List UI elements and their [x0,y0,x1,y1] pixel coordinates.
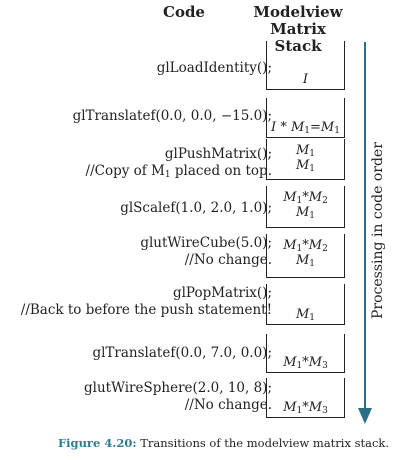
code-statement: glPopMatrix();//Back to before the push … [21,285,272,319]
stack-entry: M1 [295,158,316,174]
code-statement: glTranslatef(0.0, 7.0, 0.0); [92,345,272,362]
stack-entry: I * M1=M1 [271,120,340,136]
processing-arrow-line [364,42,366,414]
code-line: glutWireCube(5.0); [140,235,272,251]
code-line: glLoadIdentity(); [156,60,272,76]
stack-entry: M1*M3 [283,355,328,371]
stack-state-box: I [266,41,345,90]
code-comment: //Back to before the push statement! [20,302,272,318]
figure-caption-text: Transitions of the modelview matrix stac… [140,436,390,450]
stack-entry: M1 [295,307,316,323]
stack-entry: M1*M3 [283,400,328,416]
figure-caption-label: Figure 4.20: [58,436,137,450]
code-line: glScalef(1.0, 2.0, 1.0); [120,200,272,216]
stack-entry: M1*M2 [283,238,328,254]
stack-column-header: Modelview Matrix Stack [238,4,358,55]
code-line: glutWireSphere(2.0, 10, 8); [84,380,272,396]
code-statement: glutWireSphere(2.0, 10, 8);//No change. [84,380,272,414]
code-comment: //No change. [184,397,272,413]
stack-header-line1: Modelview Matrix [253,3,343,38]
code-statement: glTranslatef(0.0, 0.0, −15.0); [73,108,272,125]
stack-header-line2: Stack [274,37,322,55]
stack-entry: M1 [295,253,316,269]
code-column-header: Code [163,3,205,21]
code-line: glTranslatef(0.0, 7.0, 0.0); [92,345,272,361]
stack-entry: M1 [295,205,316,221]
stack-entry: M1*M2 [283,190,328,206]
code-line: glTranslatef(0.0, 0.0, −15.0); [72,108,272,124]
processing-arrow-head [357,408,372,424]
stack-entry: I [302,72,309,87]
stack-state-box: I * M1=M1 [266,98,345,138]
code-statement: glLoadIdentity(); [157,60,272,77]
code-statement: glPushMatrix();//Copy of M1 placed on to… [86,146,272,184]
code-comment: //Copy of M1 placed on top. [85,163,272,180]
stack-state-box: M1 [266,284,345,325]
processing-order-label: Processing in code order [370,141,386,319]
stack-entry: M1 [295,143,316,159]
stack-state-box: M1*M3 [266,334,345,373]
code-statement: glScalef(1.0, 2.0, 1.0); [120,200,272,217]
code-comment: //No change. [184,252,272,268]
code-line: glPopMatrix(); [172,285,272,301]
code-statement: glutWireCube(5.0);//No change. [140,235,272,269]
stack-state-box: M1*M3 [266,378,345,418]
code-line: glPushMatrix(); [164,146,272,162]
figure-caption: Figure 4.20: Transitions of the modelvie… [58,436,389,450]
